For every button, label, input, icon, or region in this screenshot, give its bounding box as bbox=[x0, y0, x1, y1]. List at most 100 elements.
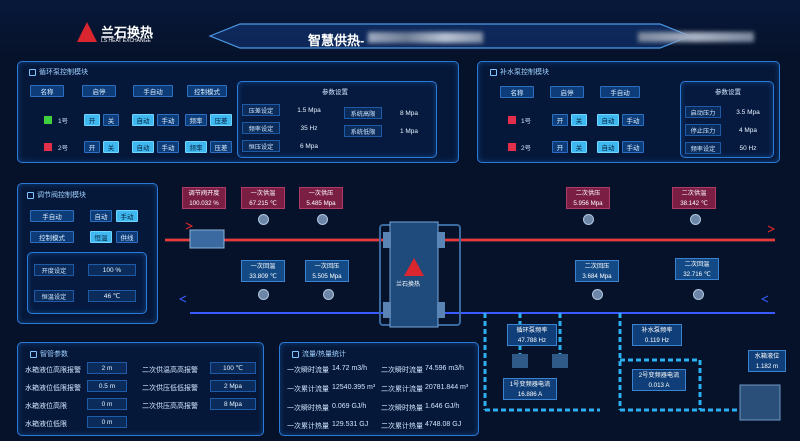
makeup-pump1-name: 1号 bbox=[520, 118, 532, 125]
flow-title: 流量/热量统计 bbox=[292, 349, 346, 359]
monitor-icon bbox=[30, 350, 37, 358]
valve-temp-label: 恒温设定 bbox=[34, 290, 74, 302]
brand-name-en: LS HEAT EXCHANGE bbox=[101, 38, 151, 44]
circ-pump2-off-button[interactable]: 关 bbox=[103, 141, 119, 153]
makeup-param-freq-value[interactable]: 50 Hz bbox=[739, 144, 757, 152]
circ-param-low-label: 系统低限 bbox=[344, 125, 382, 137]
circ-pump2-dp-button[interactable]: 压差 bbox=[210, 141, 232, 153]
smart-row-1-value[interactable]: 2 m bbox=[87, 362, 127, 374]
smart-row-4-label: 水箱液位低限 bbox=[25, 421, 67, 428]
flow-row-3-value2: 1.646 GJ/h bbox=[425, 403, 460, 410]
flow-row-1-label1: 一次瞬时流量 bbox=[287, 367, 329, 374]
makeup-pump1-auto-button[interactable]: 自动 bbox=[597, 114, 619, 126]
valve-const-temp-button[interactable]: 恒温 bbox=[90, 231, 112, 243]
datetime-redacted bbox=[638, 32, 754, 42]
makeup-params-title: 参数设置 bbox=[715, 89, 741, 96]
flow-panel bbox=[279, 342, 479, 436]
circ-pump-title: 循环泵控制模块 bbox=[29, 67, 88, 77]
makeup-pump2-manual-button[interactable]: 手动 bbox=[622, 141, 644, 153]
smart-row-2-value[interactable]: 0.5 m bbox=[87, 380, 127, 392]
gauge-p1-return-press bbox=[323, 289, 334, 300]
circ-pump2-name: 2号 bbox=[57, 145, 69, 152]
circ-pump1-dp-button[interactable]: 压差 bbox=[210, 114, 232, 126]
makeup-pump2-name: 2号 bbox=[520, 145, 532, 152]
circ-pump1-on-button[interactable]: 开 bbox=[84, 114, 100, 126]
smart-row-3-value[interactable]: 0 m bbox=[87, 398, 127, 410]
circ-param-freq-value[interactable]: 35 Hz bbox=[300, 124, 318, 132]
flow-row-1-label2: 二次瞬时流量 bbox=[381, 367, 423, 374]
gauge-p2-return-temp bbox=[693, 289, 704, 300]
smart-row-4-value[interactable]: 0 m bbox=[87, 416, 127, 428]
circ-param-low-value[interactable]: 1 Mpa bbox=[399, 127, 419, 135]
circ-pump1-auto-button[interactable]: 自动 bbox=[132, 114, 154, 126]
flow-row-2-value2: 20781.844 m³ bbox=[425, 384, 469, 391]
flow-row-2-value1: 12540.395 m³ bbox=[332, 384, 376, 391]
valve-opening-value[interactable]: 100 % bbox=[88, 264, 136, 276]
smart-row-3-label: 水箱液位高限 bbox=[25, 403, 67, 410]
smart-row-2-value2[interactable]: 2 Mpa bbox=[210, 380, 256, 392]
flow-row-2-label2: 二次累计流量 bbox=[381, 386, 423, 393]
makeup-param-start-value[interactable]: 3.5 Mpa bbox=[736, 108, 760, 116]
flow-row-3-label1: 一次瞬时热量 bbox=[287, 405, 329, 412]
valve-curve-button[interactable]: 供线 bbox=[116, 231, 138, 243]
makeup-header-name: 名称 bbox=[500, 86, 534, 98]
monitor-icon bbox=[292, 350, 299, 358]
makeup-pump2-auto-button[interactable]: 自动 bbox=[597, 141, 619, 153]
gauge-p2-supply-temp bbox=[690, 214, 701, 225]
circ-pump1-freq-button[interactable]: 频率 bbox=[185, 114, 207, 126]
valve-auto-button[interactable]: 自动 bbox=[90, 210, 112, 222]
circ-pump2-manual-button[interactable]: 手动 bbox=[157, 141, 179, 153]
makeup-pump1-on-button[interactable]: 开 bbox=[552, 114, 568, 126]
circ-pump2-freq-button[interactable]: 频率 bbox=[185, 141, 207, 153]
water-drop-icon bbox=[29, 68, 36, 76]
circ-pump1-status bbox=[44, 116, 52, 124]
header-bar: 兰石换热 LS HEAT EXCHANGE 智慧供热- bbox=[0, 0, 800, 58]
flow-row-4-label1: 一次累计热量 bbox=[287, 423, 329, 430]
makeup-header-mode: 手自动 bbox=[600, 86, 640, 98]
smart-row-2-label: 水箱液位低限报警 bbox=[25, 385, 81, 392]
circ-pump2-auto-button[interactable]: 自动 bbox=[132, 141, 154, 153]
makeup-pump1-off-button[interactable]: 关 bbox=[571, 114, 587, 126]
circ-param-cp-value[interactable]: 6 Mpa bbox=[299, 142, 319, 150]
valve-ctrl-label: 控制模式 bbox=[30, 231, 74, 243]
gauge-p1-supply-press bbox=[317, 214, 328, 225]
makeup-pump2-status bbox=[508, 143, 516, 151]
makeup-pump2-off-button[interactable]: 关 bbox=[571, 141, 587, 153]
gauge-p1-return-temp bbox=[258, 289, 269, 300]
makeup-pump1-status bbox=[508, 116, 516, 124]
circ-pump1-manual-button[interactable]: 手动 bbox=[157, 114, 179, 126]
valve-mode-label: 手自动 bbox=[30, 210, 74, 222]
smart-row-1-value2[interactable]: 100 ℃ bbox=[210, 362, 256, 374]
circ-param-cp-label: 恒压设定 bbox=[242, 140, 280, 152]
valve-title: 调节阀控制模块 bbox=[27, 190, 86, 200]
makeup-pump2-on-button[interactable]: 开 bbox=[552, 141, 568, 153]
circ-pump2-status bbox=[44, 143, 52, 151]
hx-label: 兰石换热 bbox=[396, 282, 421, 288]
circ-param-high-value[interactable]: 8 Mpa bbox=[399, 109, 419, 117]
circ-pump1-off-button[interactable]: 关 bbox=[103, 114, 119, 126]
valve-manual-button[interactable]: 手动 bbox=[116, 210, 138, 222]
valve-temp-value[interactable]: 46 ℃ bbox=[88, 290, 136, 302]
smart-row-2-label2: 二次供压低低报警 bbox=[142, 385, 198, 392]
makeup-param-stop-value[interactable]: 4 Mpa bbox=[738, 126, 758, 134]
smart-row-3-value2[interactable]: 8 Mpa bbox=[210, 398, 256, 410]
circ-param-dp-value[interactable]: 1.5 Mpa bbox=[297, 106, 321, 114]
valve-icon bbox=[27, 191, 34, 199]
flow-row-3-label2: 二次瞬时热量 bbox=[381, 405, 423, 412]
circ-param-dp-label: 压差设定 bbox=[242, 104, 280, 116]
makeup-param-start-label: 启动压力 bbox=[685, 106, 721, 118]
flow-row-2-label1: 一次累计流量 bbox=[287, 386, 329, 393]
smart-row-1-label2: 二次供温高高报警 bbox=[142, 367, 198, 374]
makeup-pump1-manual-button[interactable]: 手动 bbox=[622, 114, 644, 126]
water-drop-icon bbox=[490, 68, 497, 76]
makeup-param-stop-label: 停止压力 bbox=[685, 124, 721, 136]
gauge-p2-return-press bbox=[592, 289, 603, 300]
circ-pump2-on-button[interactable]: 开 bbox=[84, 141, 100, 153]
